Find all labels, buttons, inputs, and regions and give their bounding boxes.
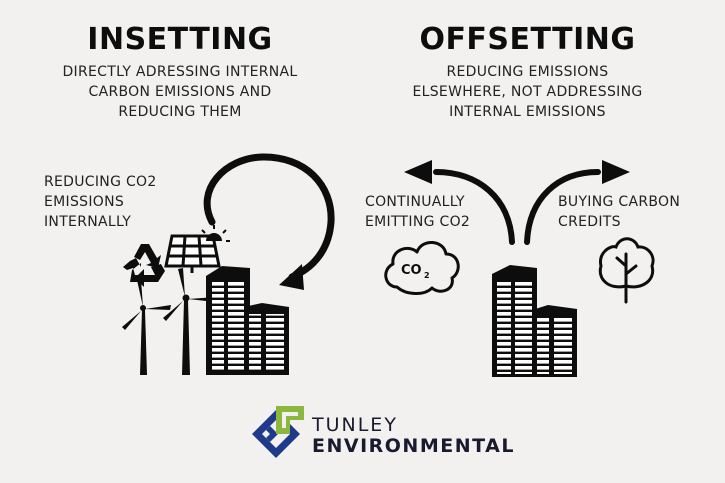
logo-line2: ENVIRONMENTAL <box>312 435 515 457</box>
logo-line1: TUNLEY <box>312 414 398 436</box>
co2-cloud-text: CO <box>401 263 422 278</box>
insetting-description: DIRECTLY ADRESSING INTERNAL CARBON EMISS… <box>40 62 320 122</box>
offsetting-description-line: INTERNAL EMISSIONS <box>449 104 606 120</box>
offsetting-description-line: REDUCING EMISSIONS <box>446 64 609 80</box>
tree-icon <box>598 237 655 304</box>
co2-cloud-subscript: 2 <box>424 271 430 280</box>
insetting-description-line: REDUCING THEM <box>118 104 242 120</box>
insetting-description-line: DIRECTLY ADRESSING INTERNAL <box>62 64 298 80</box>
insetting-cycle-arrow-icon <box>203 153 335 290</box>
offsetting-description: REDUCING EMISSIONS ELSEWHERE, NOT ADDRES… <box>395 62 660 122</box>
tunley-logo-icon <box>252 406 304 458</box>
wind-turbine-icon <box>122 279 171 375</box>
solar-panel-icon <box>164 234 221 273</box>
insetting-description-line: CARBON EMISSIONS AND <box>88 84 272 100</box>
co2-cloud-icon: CO 2 <box>384 241 460 295</box>
insetting-label: REDUCING CO2 EMISSIONS INTERNALLY <box>44 172 157 232</box>
emitting-label-line: CONTINUALLY <box>365 194 465 210</box>
carbon-credits-label-line: BUYING CARBON <box>558 194 681 210</box>
carbon-credits-label: BUYING CARBON CREDITS <box>558 192 680 232</box>
building-icon <box>492 265 537 377</box>
insetting-title: INSETTING <box>87 22 273 57</box>
sun-icon <box>201 225 230 242</box>
insetting-label-line: EMISSIONS <box>44 194 125 210</box>
insetting-label-line: INTERNALLY <box>44 214 132 230</box>
right-arrow-icon <box>524 160 630 245</box>
emitting-label-line: EMITTING CO2 <box>365 214 471 230</box>
offsetting-description-line: ELSEWHERE, NOT ADDRESSING <box>412 84 643 100</box>
emitting-label: CONTINUALLY EMITTING CO2 <box>365 192 470 232</box>
carbon-credits-label-line: CREDITS <box>558 214 621 230</box>
building-icon <box>244 303 289 375</box>
recycle-icon <box>123 244 165 287</box>
insetting-label-line: REDUCING CO2 <box>44 174 157 190</box>
offsetting-title: OFFSETTING <box>419 22 636 57</box>
building-icon <box>532 305 577 377</box>
building-icon <box>206 266 250 375</box>
left-arrow-icon <box>404 160 515 245</box>
